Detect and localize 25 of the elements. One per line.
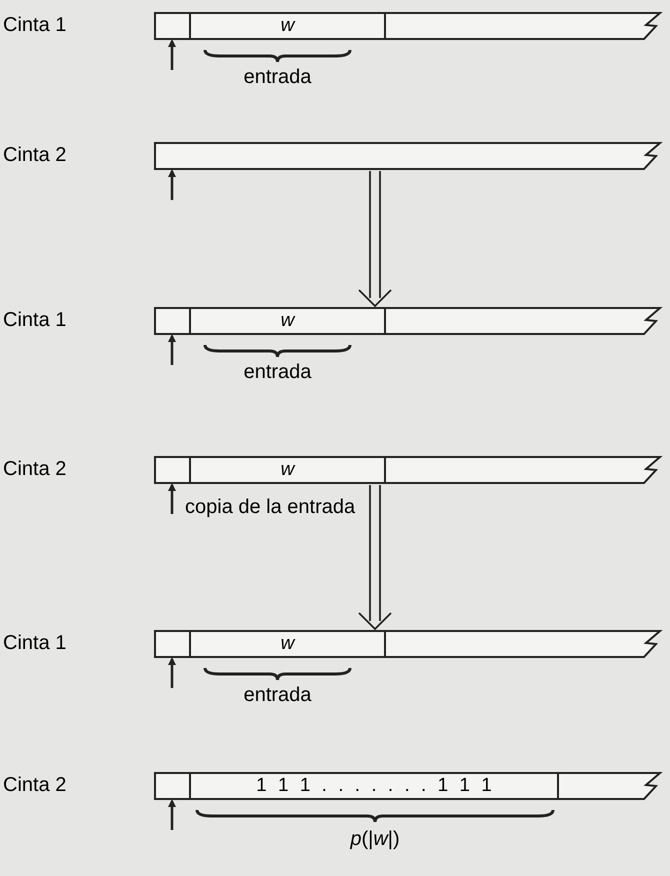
double-arrow xyxy=(358,170,392,308)
brace-label: entrada xyxy=(242,684,312,707)
brace-label: entrada xyxy=(242,361,312,384)
tape-symbol: w xyxy=(280,459,296,481)
brace-label: entrada xyxy=(242,66,312,89)
tape-name: Cinta 1 xyxy=(3,309,66,332)
tape-name: Cinta 2 xyxy=(3,774,66,797)
head-arrow xyxy=(168,483,176,514)
head-arrow xyxy=(168,334,176,365)
brace-label: p(|w|) xyxy=(349,828,401,851)
double-arrow xyxy=(358,484,392,630)
tape-name: Cinta 2 xyxy=(3,144,66,167)
tape-contents: 1 1 1 . . . . . . . 1 1 1 xyxy=(255,775,493,797)
brace-label: copia de la entrada xyxy=(185,496,356,519)
tape xyxy=(155,142,660,170)
tape-name: Cinta 1 xyxy=(3,14,66,37)
tape-symbol: w xyxy=(280,633,296,655)
head-arrow xyxy=(168,799,176,830)
head-arrow xyxy=(168,169,176,200)
tape-name: Cinta 2 xyxy=(3,458,66,481)
head-arrow xyxy=(168,657,176,688)
tape-symbol: w xyxy=(280,15,296,37)
tape-symbol: w xyxy=(280,310,296,332)
tape-name: Cinta 1 xyxy=(3,632,66,655)
head-arrow xyxy=(168,39,176,70)
